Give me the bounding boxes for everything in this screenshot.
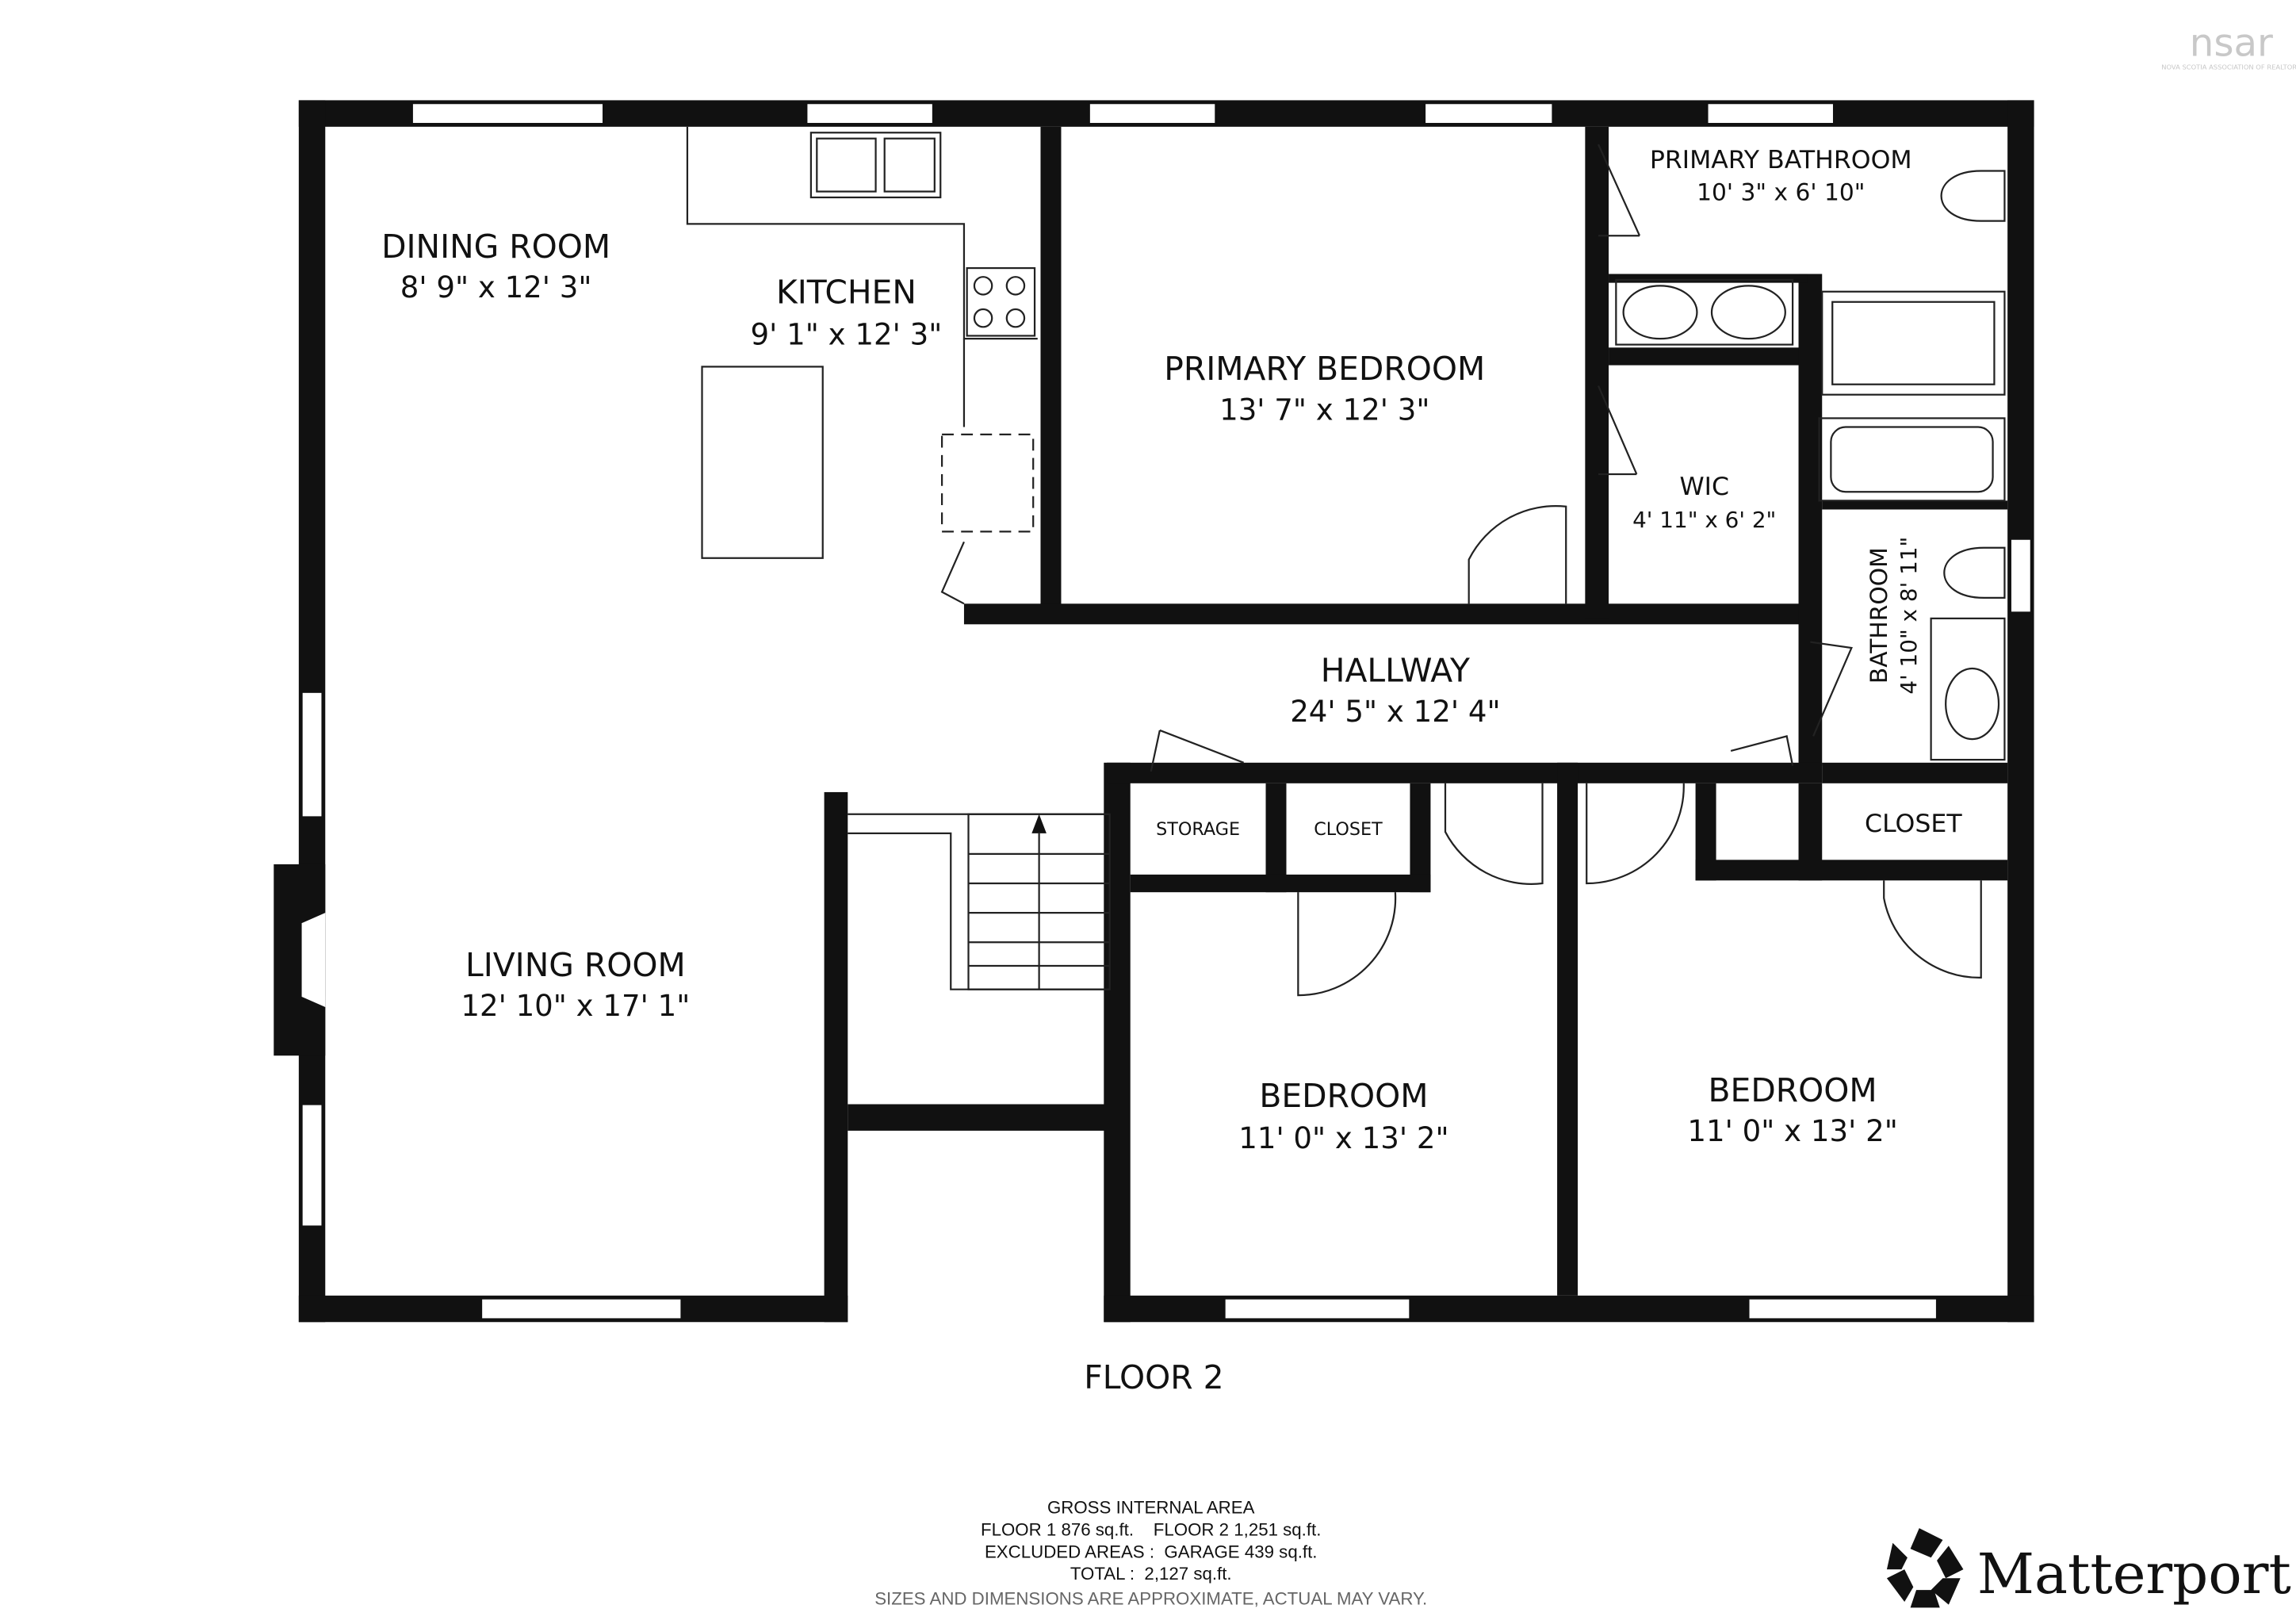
room-size: 11' 0" x 13' 2" [1687,1114,1897,1148]
room-name: CLOSET [1865,810,1962,838]
svg-text:NOVA SCOTIA ASSOCIATION OF REA: NOVA SCOTIA ASSOCIATION OF REALTORS [2161,63,2296,71]
room-size: 11' 0" x 13' 2" [1238,1121,1448,1155]
room-name: DINING ROOM [381,228,610,266]
room-labels: DINING ROOM 8' 9" x 12' 3" KITCHEN 9' 1"… [381,146,1962,1155]
room-name: PRIMARY BEDROOM [1164,350,1485,388]
room-size: 24' 5" x 12' 4" [1290,695,1500,729]
fireplace [274,864,326,1056]
room-size: 10' 3" x 6' 10" [1697,179,1865,207]
room-name: PRIMARY BATHROOM [1650,146,1912,174]
area-total: TOTAL : 2,127 sq.ft. [1070,1564,1232,1584]
room-name: CLOSET [1314,819,1383,840]
room-name: LIVING ROOM [465,946,686,984]
room-size: 13' 7" x 12' 3" [1219,393,1429,427]
floor-title: FLOOR 2 [1084,1358,1223,1396]
staircase [848,813,1111,990]
windows [300,102,2032,1320]
room-size: 12' 10" x 17' 1" [461,989,690,1023]
area-summary: GROSS INTERNAL AREA FLOOR 1 876 sq.ft. F… [874,1498,1427,1609]
room-name: BEDROOM [1709,1071,1877,1109]
room-name: HALLWAY [1321,652,1471,690]
room-size: 4' 11" x 6' 2" [1632,507,1776,533]
nsar-watermark-logo: nsar NOVA SCOTIA ASSOCIATION OF REALTORS [2161,21,2296,71]
matterport-logo: Matterport [1886,1528,2291,1608]
svg-text:nsar: nsar [2190,21,2273,66]
room-name: BEDROOM [1259,1077,1428,1115]
area-floors: FLOOR 1 876 sq.ft. FLOOR 2 1,251 sq.ft. [981,1519,1321,1539]
room-size: 4' 10" x 8' 11" [1896,537,1922,695]
room-name: WIC [1679,473,1729,501]
room-size: 8' 9" x 12' 3" [400,270,592,304]
room-size: 9' 1" x 12' 3" [751,318,943,352]
room-name: KITCHEN [776,274,916,312]
kitchen-fixtures [686,126,1038,559]
room-name: STORAGE [1156,819,1240,840]
area-excluded: EXCLUDED AREAS : GARAGE 439 sq.ft. [985,1542,1318,1561]
matterport-logo-icon [1886,1528,1964,1608]
disclaimer: SIZES AND DIMENSIONS ARE APPROXIMATE, AC… [874,1589,1427,1609]
area-heading: GROSS INTERNAL AREA [1047,1498,1255,1518]
room-name: BATHROOM [1866,547,1893,684]
stair-arrow-icon [1031,814,1047,833]
bathroom-fixtures [1615,170,2006,761]
svg-text:Matterport: Matterport [1977,1542,2291,1607]
doors [940,144,1982,997]
